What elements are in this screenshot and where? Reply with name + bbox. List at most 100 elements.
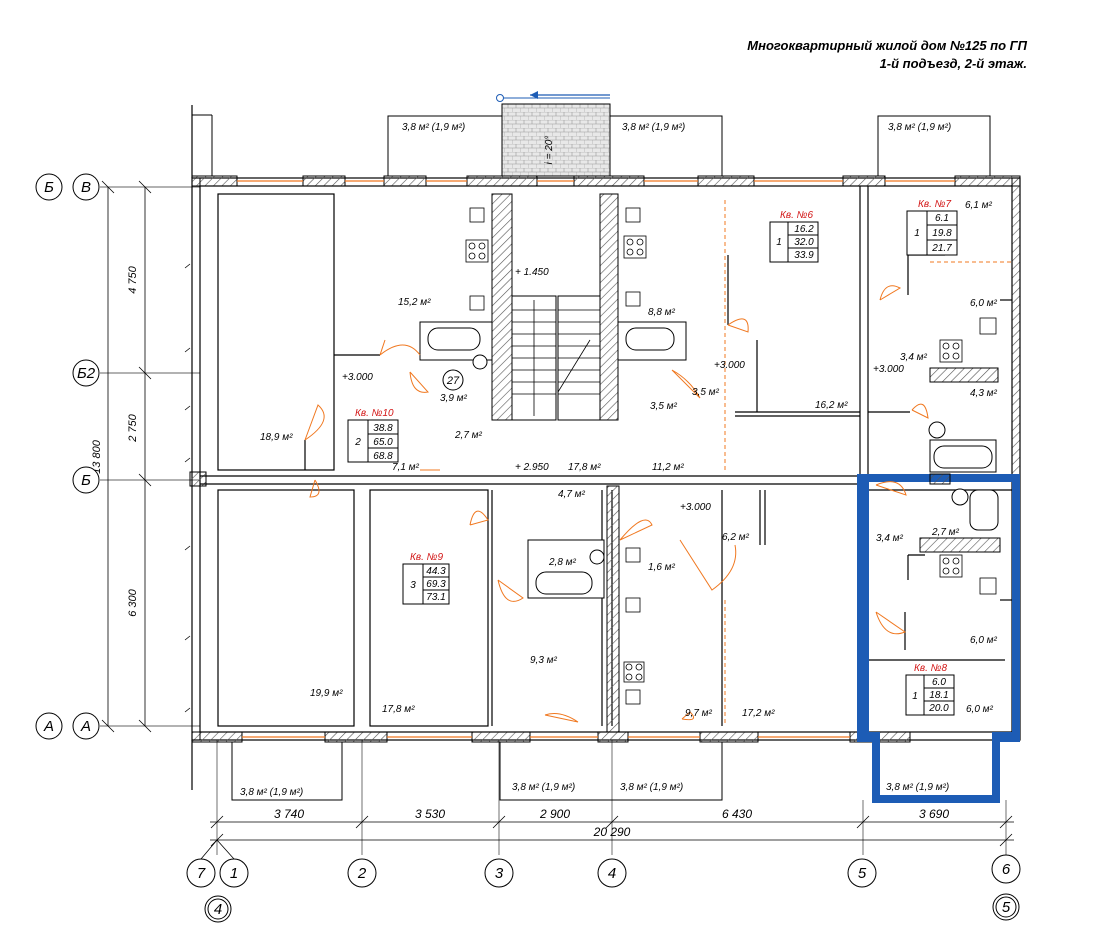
room-label-4-7: 4,7 м² xyxy=(558,489,586,500)
entrance-canopy: i = 20° xyxy=(496,91,611,177)
room-label-16-2: 16,2 м² xyxy=(815,400,848,411)
apartment-name-kv7: Кв. №7 xyxy=(918,199,952,210)
room-label-3-5: 3,5 м² xyxy=(692,387,720,398)
level-3000-c: +3.000 xyxy=(873,364,904,375)
apartment-area-kv8-1: 18.1 xyxy=(929,690,948,701)
room-label-2-7: 2,7 м² xyxy=(454,430,483,441)
balcony-label-6: 3,8 м² (1,9 м²) xyxy=(620,782,683,793)
dim-4750: 4 750 xyxy=(127,265,139,293)
plan-title-line1: Многоквартирный жилой дом №125 по ГП xyxy=(747,38,1027,53)
apartment-area-kv7-2: 21.7 xyxy=(931,243,952,254)
room-label-3-4a: 3,4 м² xyxy=(900,352,928,363)
horizontal-dimensions xyxy=(210,815,1014,847)
apartment-area-kv9-1: 69.3 xyxy=(426,579,446,590)
dim-2900: 2 900 xyxy=(539,807,570,821)
room-label-6-1: 6,1 м² xyxy=(965,200,993,211)
stair-slope-label: i = 20° xyxy=(544,136,555,165)
balcony-label-5: 3,8 м² (1,9 м²) xyxy=(512,782,575,793)
highlight-left-band xyxy=(857,474,869,740)
apartment-area-kv10-1: 65.0 xyxy=(373,437,393,448)
apartment-tag-kv9: Кв. №9 3 44.3 69.3 73.1 xyxy=(402,552,450,605)
room-label-17-8a: 17,8 м² xyxy=(568,462,601,473)
apartment-rooms-kv8: 1 xyxy=(912,691,918,702)
axis-bubbles-bottom xyxy=(186,854,1021,923)
room-label-9-3: 9,3 м² xyxy=(530,655,558,666)
axis-label-v: В xyxy=(81,179,91,196)
highlighted-apartment-outline xyxy=(857,474,1020,803)
dim-6300: 6 300 xyxy=(127,588,139,616)
apartment-area-kv8-2: 20.0 xyxy=(928,703,949,714)
wall-ticks xyxy=(184,263,191,713)
apartment-rooms-kv6: 1 xyxy=(776,237,782,248)
sinks xyxy=(469,207,997,705)
apartment-area-kv6-1: 32.0 xyxy=(794,237,814,248)
apartment-area-kv10-2: 68.8 xyxy=(373,451,393,462)
apartment-tag-kv8: Кв. №8 1 6.0 18.1 20.0 xyxy=(905,663,955,716)
apartment-area-kv6-2: 33.9 xyxy=(794,250,814,261)
dim-2750: 2 750 xyxy=(127,413,139,442)
axis-label-5: 5 xyxy=(858,865,867,882)
room-label-8-8: 8,8 м² xyxy=(648,307,676,318)
apartment-name-kv8: Кв. №8 xyxy=(914,663,948,674)
room-label-15-2: 15,2 м² xyxy=(398,297,431,308)
room-index-label: 27 xyxy=(446,375,460,387)
axis-label-5-extra: 5 xyxy=(1002,899,1011,916)
left-wall xyxy=(191,177,201,741)
apartment-area-kv8-0: 6.0 xyxy=(932,677,946,688)
axis-label-b-left: Б xyxy=(44,179,54,196)
room-label-1-6: 1,6 м² xyxy=(648,562,676,573)
apartment-area-kv9-2: 73.1 xyxy=(426,592,445,603)
balcony-label-2: 3,8 м² (1,9 м²) xyxy=(622,122,685,133)
apartment-rooms-kv7: 1 xyxy=(914,228,920,239)
apartment-name-kv6: Кв. №6 xyxy=(780,210,814,221)
doors xyxy=(304,200,1012,726)
apartment-area-kv6-0: 16.2 xyxy=(794,224,814,235)
apartment-rooms-kv10: 2 xyxy=(354,437,361,448)
apartment-area-kv10-0: 38.8 xyxy=(373,423,393,434)
dim-3690: 3 690 xyxy=(919,807,949,821)
balcony-label-4: 3,8 м² (1,9 м²) xyxy=(240,787,303,798)
room-label-2-8: 2,8 м² xyxy=(548,557,577,568)
axis-label-6: 6 xyxy=(1002,861,1011,878)
dim-6430: 6 430 xyxy=(722,807,752,821)
hatched-partitions xyxy=(919,367,1001,553)
room-label-3-5b: 3,5 м² xyxy=(650,401,678,412)
balconies xyxy=(192,114,991,801)
axis-label-4: 4 xyxy=(608,865,616,882)
level-3000-b: +3.000 xyxy=(714,360,745,371)
room-label-17-8b: 17,8 м² xyxy=(382,704,415,715)
dim-20290: 20 290 xyxy=(593,825,631,839)
stairwell: + 1.450 + 2.950 xyxy=(491,193,620,733)
apartment-name-kv9: Кв. №9 xyxy=(410,552,444,563)
room-label-11-2: 11,2 м² xyxy=(652,462,684,473)
apartment-tag-kv10: Кв. №10 2 38.8 65.0 68.8 xyxy=(347,408,399,463)
apartment-rooms-kv9: 3 xyxy=(410,580,416,591)
room-label-19-9: 19,9 м² xyxy=(310,688,343,699)
room-label-9-7: 9,7 м² xyxy=(685,708,713,719)
room-index-circle xyxy=(442,369,464,391)
axis-label-2: 2 xyxy=(357,865,367,882)
axis-label-1: 1 xyxy=(230,865,238,882)
level-3000-d: +3.000 xyxy=(680,502,711,513)
dim-3530: 3 530 xyxy=(415,807,445,821)
room-label-3-4b: 3,4 м² xyxy=(876,533,904,544)
balcony-label-3: 3,8 м² (1,9 м²) xyxy=(888,122,951,133)
stoves xyxy=(465,235,963,683)
axis-label-b2: Б2 xyxy=(77,365,96,382)
vertical-dimensions xyxy=(101,180,152,733)
room-label-6-0c: 6,0 м² xyxy=(966,704,994,715)
room-label-6-0b: 6,0 м² xyxy=(970,635,998,646)
level-1450: + 1.450 xyxy=(515,267,549,278)
level-2950: + 2.950 xyxy=(515,462,549,473)
bathrooms xyxy=(419,321,999,599)
room-label-18-9: 18,9 м² xyxy=(260,432,293,443)
apartment-tag-kv6: Кв. №6 1 16.2 32.0 33.9 xyxy=(769,210,819,263)
apartment-area-kv7-1: 19.8 xyxy=(932,228,952,239)
axis-bubbles-left xyxy=(35,173,100,740)
dim-13800: 13 800 xyxy=(91,439,103,474)
level-3000-a: +3.000 xyxy=(342,372,373,383)
room-label-6-2: 6,2 м² xyxy=(722,532,750,543)
axis-label-a: А xyxy=(80,718,91,735)
room-label-3-9: 3,9 м² xyxy=(440,393,468,404)
